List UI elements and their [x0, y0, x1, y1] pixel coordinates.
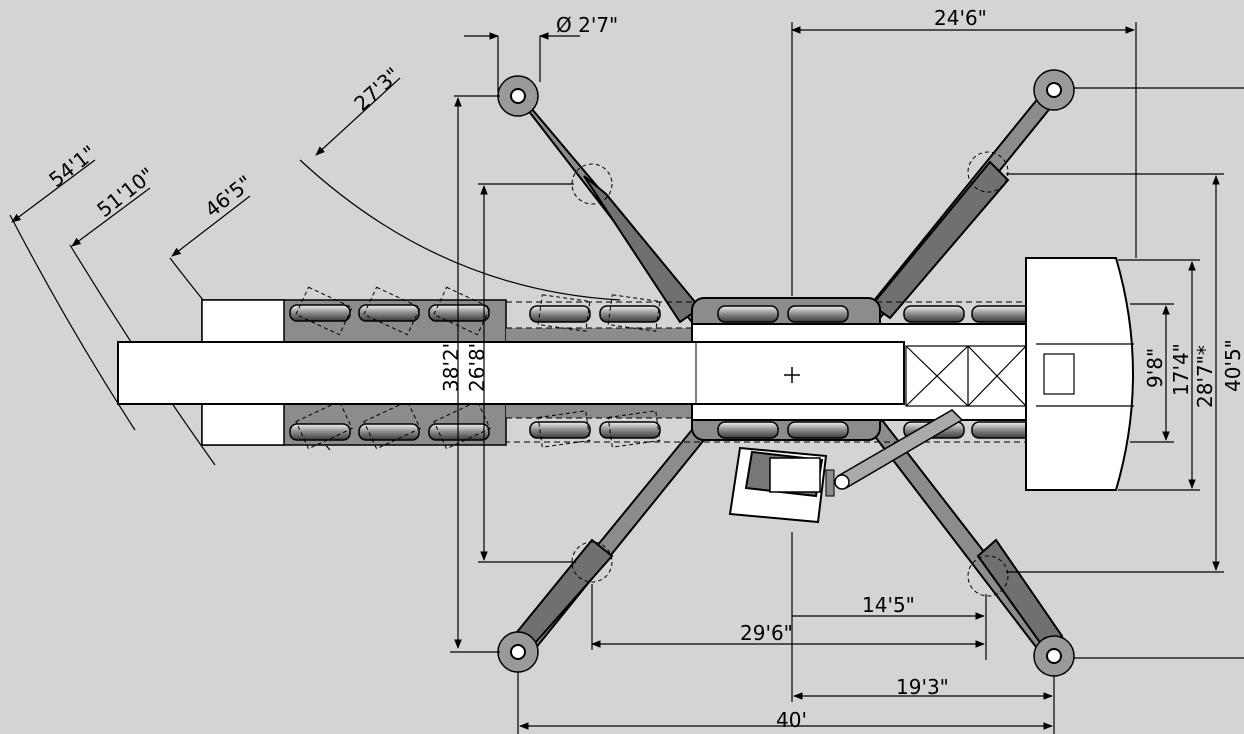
dim-counterweight-9-8: 9'8" [1143, 348, 1167, 388]
dim-length-40: 40' [776, 708, 807, 732]
dim-pad-diameter: Ø 2'7" [556, 13, 618, 37]
dim-counterweight-28-7: 28'7"* [1193, 345, 1217, 408]
center-of-rotation-mark [784, 367, 800, 383]
dim-length-29-6: 29'6" [740, 621, 793, 645]
dim-top-width: 24'6" [934, 6, 987, 30]
outrigger-pads [497, 69, 1075, 677]
dim-outrigger-span-inner: 26'8" [465, 339, 489, 392]
operator-cab [728, 446, 835, 524]
track-rollers [289, 304, 1033, 441]
boom [117, 341, 905, 405]
dim-radius-27-3: 27'3" [349, 62, 404, 115]
dimension-lines [11, 22, 1244, 734]
dim-counterweight-40-5: 40'5" [1221, 339, 1244, 392]
dim-counterweight-17-4: 17'4" [1169, 343, 1193, 396]
outrigger-cylinders [502, 160, 1064, 662]
dim-length-14-5: 14'5" [862, 593, 915, 617]
counterweight [1025, 257, 1134, 491]
counterweight-detail [1036, 343, 1134, 407]
dim-length-19-3: 19'3" [896, 675, 949, 699]
dim-radius-51-10: 51'10" [92, 163, 158, 222]
hydraulic-line [834, 409, 964, 490]
dim-radius-46-5: 46'5" [200, 170, 256, 221]
dim-outrigger-span-full: 38'2" [439, 339, 463, 392]
dim-radius-54-1: 54'1" [44, 140, 100, 191]
boom-base [905, 345, 1027, 407]
